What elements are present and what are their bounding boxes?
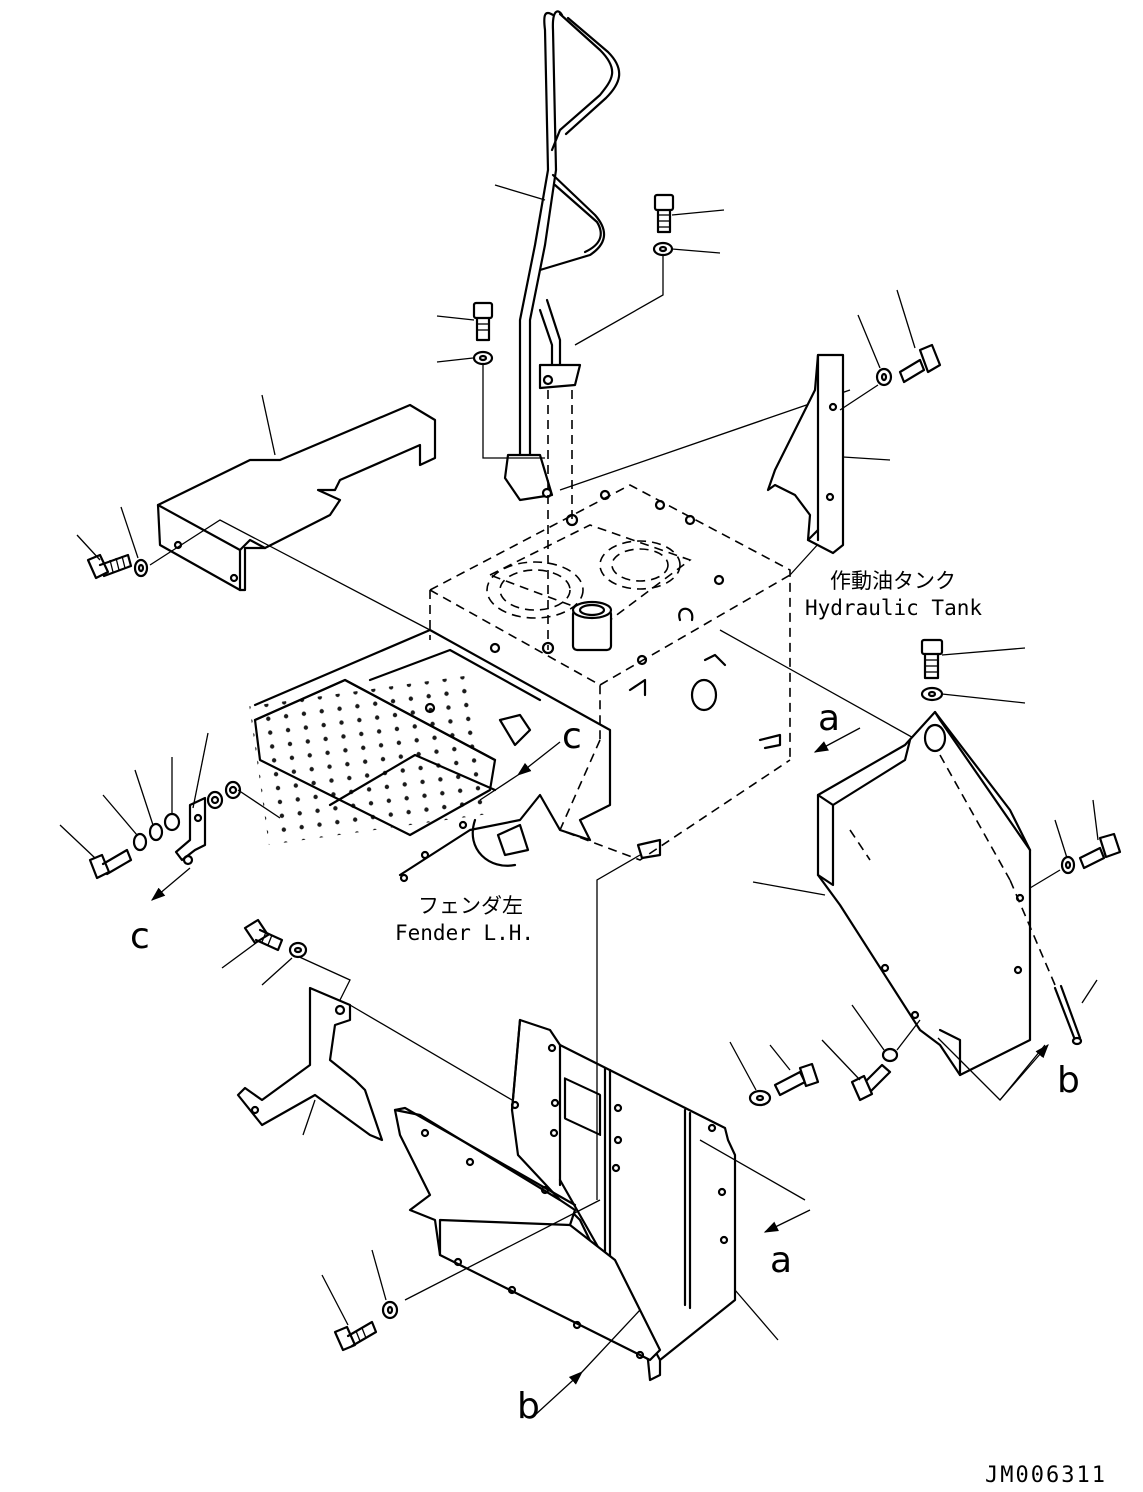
bracket-c (59, 732, 281, 880)
bolt-right-side (1029, 799, 1122, 889)
drawing-code: JM006311 (985, 1463, 1107, 1488)
view-arrows (151, 727, 1049, 1416)
bolt-bottom-left (321, 1249, 399, 1352)
view-letter-c-left: c (130, 916, 150, 957)
view-letter-a-lower: a (770, 1240, 792, 1281)
tank-label-en: Hydraulic Tank (805, 596, 982, 620)
view-letter-a-upper: a (818, 698, 840, 739)
view-letter-b-bottom: b (517, 1386, 540, 1427)
fender-label-en: Fender L.H. (395, 921, 534, 945)
tank-label-jp: 作動油タンク (830, 569, 956, 593)
bracket-upper-right (766, 289, 942, 555)
fender-label-jp: フェンダ左 (418, 894, 523, 918)
view-letter-b-right: b (1057, 1060, 1080, 1101)
bolt-upper-right (574, 193, 725, 346)
bolt-upper-left (436, 301, 545, 459)
plate-lower (393, 1106, 662, 1362)
cover-lower-centre (349, 854, 806, 1382)
bolt-lower-right-2 (729, 1041, 820, 1107)
bolt-left-cover (76, 506, 431, 631)
view-letter-c-centre: c (562, 716, 582, 757)
top-cover-left (156, 394, 437, 592)
fender-lh (249, 628, 612, 883)
bolt-lower-left-top (221, 918, 308, 986)
bracket-lower-left (236, 954, 384, 1142)
bolt-lower-right-1 (821, 1004, 921, 1102)
cover-right (752, 710, 1046, 1101)
handrail (503, 10, 621, 650)
pin-right (1009, 879, 1098, 1046)
bolt-right-cover-top (920, 638, 1026, 704)
hydraulic-tank (429, 389, 936, 861)
